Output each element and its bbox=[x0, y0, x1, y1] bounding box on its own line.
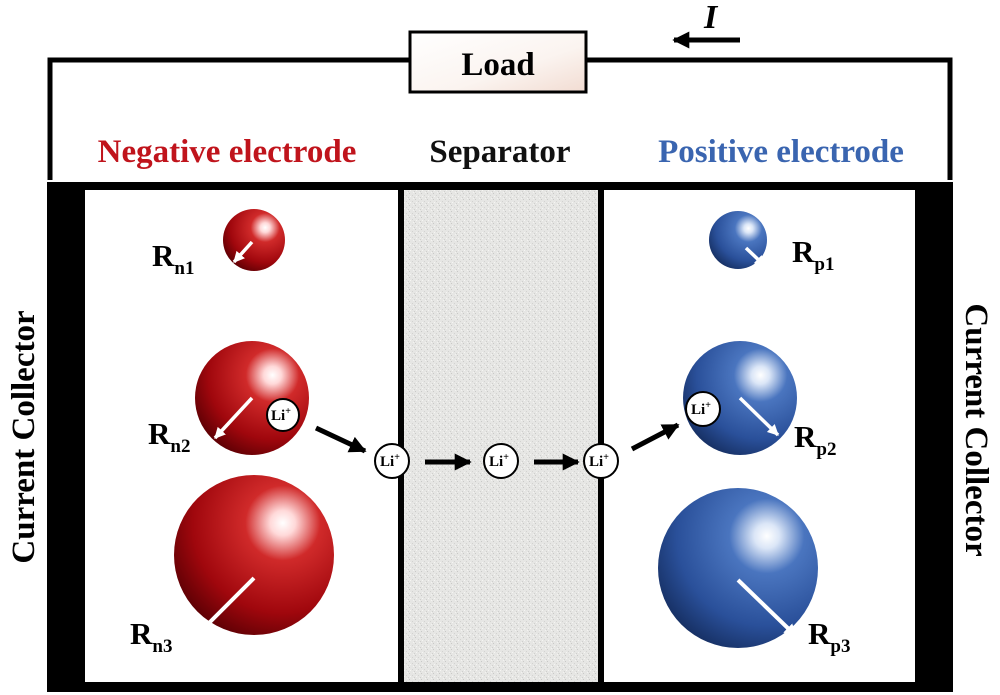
current-indicator: I bbox=[672, 0, 740, 49]
negative-particle-3 bbox=[174, 475, 334, 635]
label-rp2: Rp2 bbox=[794, 419, 836, 460]
positive-particle-2 bbox=[683, 341, 797, 455]
li-ion-positive-particle: Li+ bbox=[685, 391, 721, 427]
separator-region bbox=[404, 190, 598, 682]
svg-text:Li+: Li+ bbox=[489, 452, 509, 470]
li-ion-positive-interface: Li+ bbox=[583, 443, 619, 479]
load-box: Load bbox=[408, 30, 588, 94]
positive-particle-1 bbox=[709, 211, 767, 269]
svg-text:Rp3: Rp3 bbox=[808, 616, 850, 657]
svg-text:Rn2: Rn2 bbox=[148, 416, 190, 457]
svg-text:Li+: Li+ bbox=[691, 400, 711, 418]
svg-text:Rn1: Rn1 bbox=[152, 238, 194, 279]
svg-text:Li+: Li+ bbox=[271, 406, 291, 424]
svg-text:Li+: Li+ bbox=[589, 452, 609, 470]
li-ion-negative-particle: Li+ bbox=[266, 398, 300, 432]
label-rn3: Rn3 bbox=[130, 616, 172, 657]
ion-arrow-4 bbox=[630, 422, 680, 452]
label-rp3: Rp3 bbox=[808, 616, 850, 657]
svg-text:Rn3: Rn3 bbox=[130, 616, 172, 657]
separator-header: Separator bbox=[429, 134, 570, 170]
current-symbol: I bbox=[703, 0, 719, 36]
positive-particle-3 bbox=[658, 488, 818, 648]
right-current-collector-label: Current Collector bbox=[958, 303, 994, 556]
label-rn2: Rn2 bbox=[148, 416, 190, 457]
li-ion-negative-interface: Li+ bbox=[374, 443, 410, 479]
svg-text:Rp1: Rp1 bbox=[792, 234, 834, 275]
label-rn1: Rn1 bbox=[152, 238, 194, 279]
left-current-collector-label: Current Collector bbox=[6, 310, 42, 563]
svg-text:Li+: Li+ bbox=[380, 452, 400, 470]
negative-particle-2 bbox=[195, 341, 309, 455]
negative-electrode-header: Negative electrode bbox=[98, 134, 357, 170]
negative-particle-1 bbox=[223, 209, 285, 271]
load-label: Load bbox=[461, 47, 534, 83]
label-rp1: Rp1 bbox=[792, 234, 834, 275]
ion-arrow-1 bbox=[314, 425, 367, 454]
li-ion-separator: Li+ bbox=[483, 443, 519, 479]
svg-text:Rp2: Rp2 bbox=[794, 419, 836, 460]
positive-electrode-header: Positive electrode bbox=[658, 134, 904, 170]
